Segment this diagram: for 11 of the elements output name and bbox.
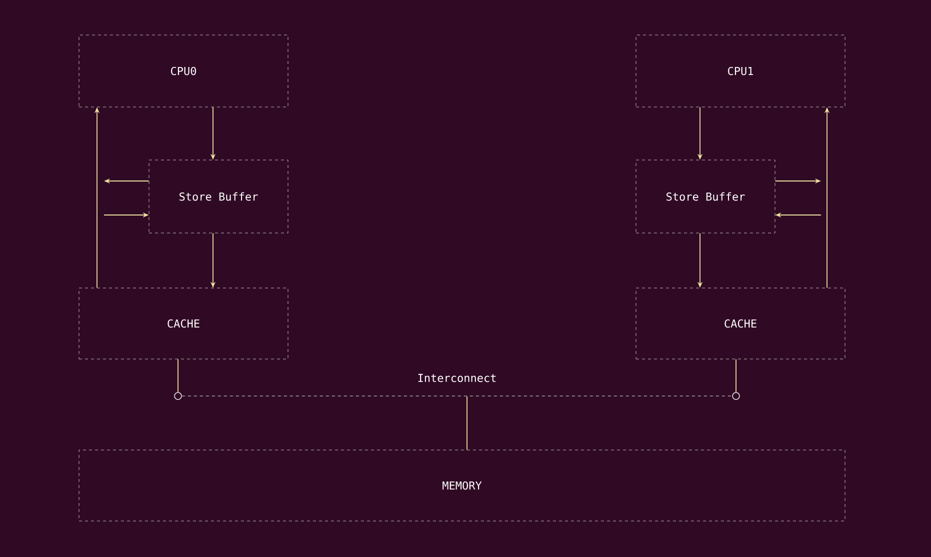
junction-circle bbox=[174, 392, 182, 400]
memory-box: MEMORY bbox=[78, 450, 846, 522]
cpu-box: CPU0 bbox=[78, 34, 288, 108]
cache-box: CACHE bbox=[78, 288, 288, 360]
store-buffer-box: Store Buffer bbox=[148, 160, 288, 234]
cpu-box: CPU1 bbox=[636, 34, 846, 108]
connector-line bbox=[466, 396, 468, 450]
junction-circle bbox=[732, 392, 740, 400]
cache-box: CACHE bbox=[636, 288, 846, 360]
store-buffer-box: Store Buffer bbox=[636, 160, 776, 234]
edge-label: Interconnect bbox=[418, 374, 496, 382]
